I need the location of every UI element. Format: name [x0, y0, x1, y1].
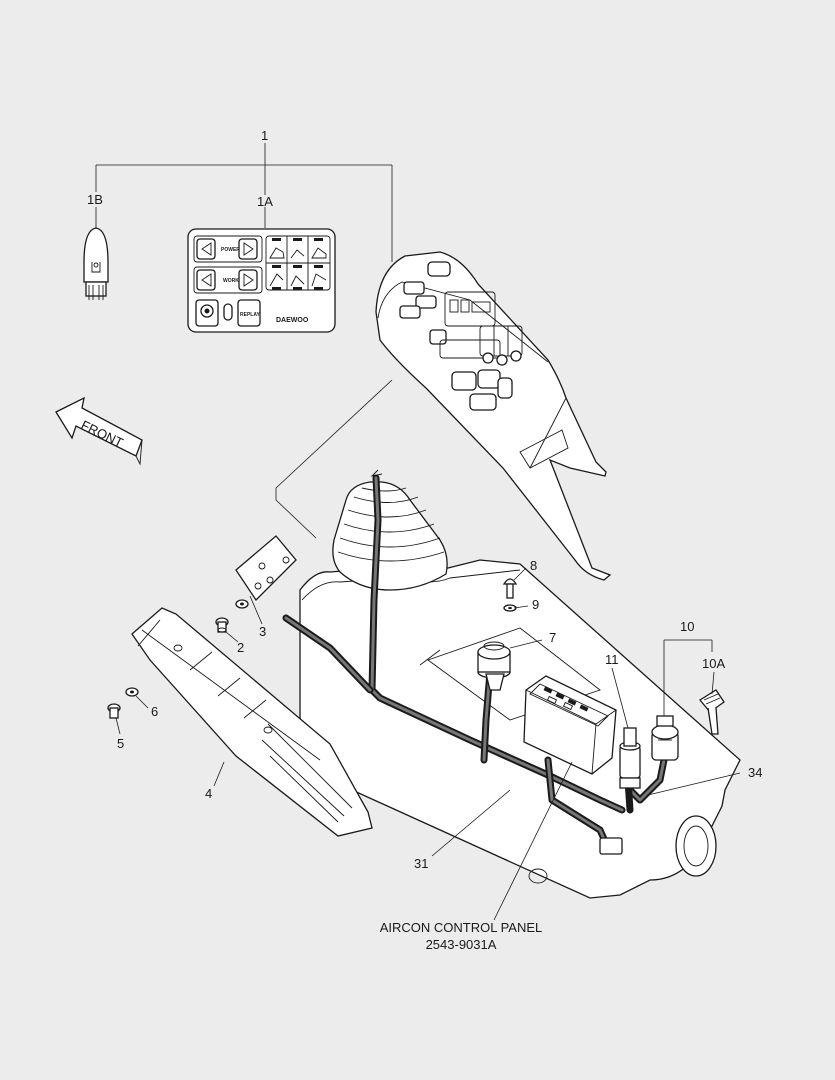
callout-10: 10 — [680, 619, 694, 634]
joystick-boot — [332, 481, 448, 591]
callout-31: 31 — [414, 856, 428, 871]
aircon-caption: AIRCON CONTROL PANEL 2543-9031A — [380, 920, 543, 952]
part-2-screw — [215, 617, 229, 633]
part-7-switch — [477, 641, 511, 691]
replay-label: REPLAY — [240, 312, 260, 318]
callout-5: 5 — [117, 736, 124, 751]
callout-3: 3 — [259, 624, 266, 639]
callout-1-leaders — [95, 143, 393, 262]
part-11-switch — [619, 727, 641, 789]
wire-harness — [282, 469, 668, 855]
caption-line-1: AIRCON CONTROL PANEL — [380, 920, 543, 935]
front-direction-arrow: FRONT — [55, 396, 143, 466]
part-10-starter-switch — [651, 715, 679, 761]
part-3-washer — [235, 599, 249, 609]
callout-6: 6 — [151, 704, 158, 719]
callout-1a: 1A — [257, 194, 273, 209]
part-6-washer — [125, 687, 139, 697]
caption-line-2: 2543-9031A — [426, 937, 497, 952]
power-label: POWER — [221, 247, 240, 253]
brand-label: DAEWOO — [276, 317, 309, 324]
work-label: WORK — [223, 278, 239, 284]
callout-8: 8 — [530, 558, 537, 573]
callout-34: 34 — [748, 765, 762, 780]
console-cover — [375, 251, 612, 581]
mounting-bracket — [235, 535, 297, 602]
part-4-side-cover — [131, 607, 373, 837]
callout-9: 9 — [532, 597, 539, 612]
part-1b-bulb — [83, 227, 109, 300]
callout-1: 1 — [261, 128, 268, 143]
part-5-screw — [107, 703, 121, 719]
part-8-screw — [502, 578, 518, 599]
aircon-control-panel — [523, 675, 617, 775]
part-1a-panel: POWER WORK REPLAY — [187, 228, 336, 333]
callout-2: 2 — [237, 640, 244, 655]
cover-leader — [275, 379, 393, 539]
callout-4: 4 — [205, 786, 212, 801]
callout-7: 7 — [549, 630, 556, 645]
part-10a-key — [699, 689, 725, 735]
callout-1b: 1B — [87, 192, 103, 207]
callout-11: 11 — [605, 652, 619, 667]
leader-lines — [115, 567, 741, 921]
callout-10a: 10A — [702, 656, 725, 671]
callout-labels: 1 1A 1B 2 3 4 5 6 7 8 9 10 10A 11 31 34 — [87, 128, 762, 871]
